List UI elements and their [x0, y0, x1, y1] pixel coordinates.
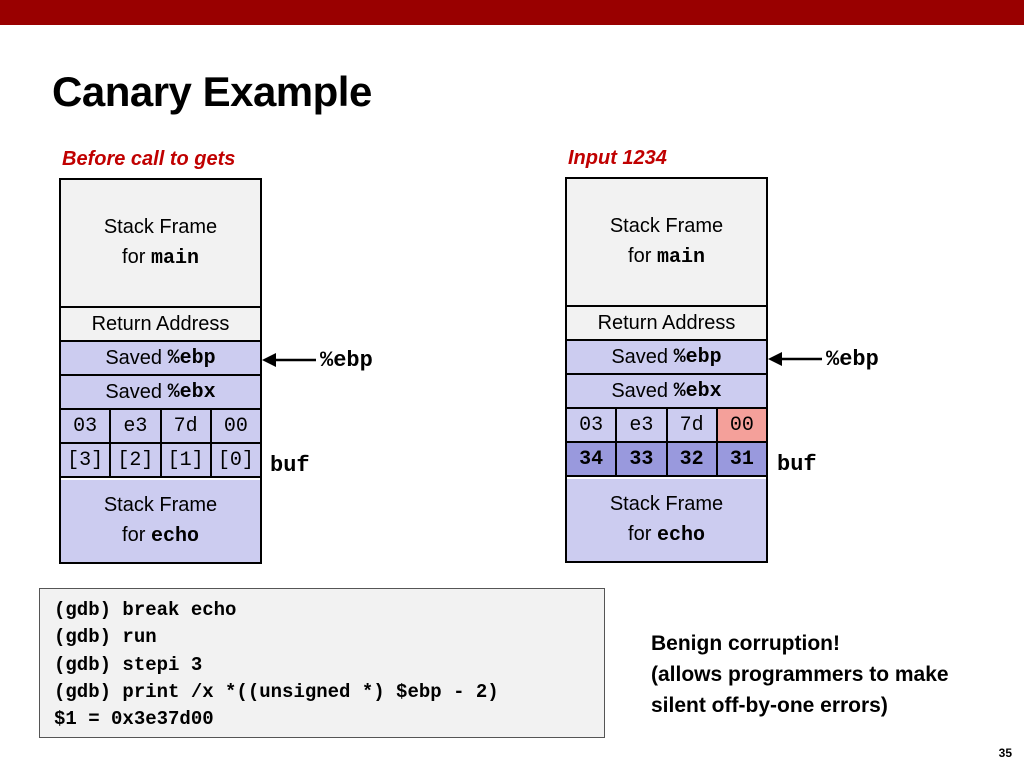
echo-frame-line1: Stack Frame: [609, 493, 724, 515]
canary-byte: 7d: [667, 409, 718, 443]
right-caption: Input 1234: [568, 147, 667, 169]
register-name: %ebp: [673, 345, 722, 369]
canary-byte: e3: [617, 409, 668, 443]
page-number: 35: [998, 746, 1012, 760]
gdb-line: $1 = 0x3e37d00: [54, 708, 214, 731]
saved-word: Saved: [105, 380, 163, 403]
left-caption: Before call to gets: [62, 148, 236, 170]
buf-byte: 34: [567, 443, 618, 477]
buf-byte: 33: [617, 443, 668, 477]
buf-byte: [1]: [161, 444, 212, 478]
main-frame-line1: Stack Frame: [103, 216, 218, 238]
for-word: for: [122, 246, 146, 268]
gdb-line: (gdb) run: [54, 626, 157, 649]
canary-byte: 03: [61, 410, 112, 444]
main-frame-line1: Stack Frame: [609, 215, 724, 237]
saved-ebp-slot: Saved %ebp: [567, 341, 766, 375]
left-stack-diagram: Stack Frame for main Return Address Save…: [59, 178, 262, 564]
main-frame-line2: for main: [122, 242, 199, 274]
gdb-session-box: (gdb) break echo (gdb) run (gdb) stepi 3 (g…: [39, 588, 605, 738]
saved-ebx-slot: Saved %ebx: [61, 376, 260, 410]
buf-byte: 32: [667, 443, 718, 477]
gdb-line: (gdb) print /x *((unsigned *) $ebp - 2): [54, 680, 499, 703]
buf-label: buf: [270, 453, 310, 478]
return-address-slot: Return Address: [61, 308, 260, 342]
func-name: echo: [150, 525, 199, 548]
for-word: for: [628, 523, 652, 545]
register-name: %ebx: [167, 380, 216, 404]
echo-frame-line1: Stack Frame: [103, 494, 218, 516]
register-name: %ebp: [167, 346, 216, 370]
buf-row: 34 33 32 31: [567, 443, 766, 477]
canary-row: 03 e3 7d 00: [61, 410, 260, 444]
for-word: for: [122, 524, 146, 546]
gdb-line: (gdb) stepi 3: [54, 653, 203, 676]
buf-label: buf: [777, 452, 817, 477]
main-stack-frame: Stack Frame for main: [61, 180, 260, 308]
benign-corruption-note: Benign corruption! (allows programmers t…: [651, 628, 1011, 721]
echo-frame-line2: for echo: [628, 519, 705, 551]
canary-byte-corrupted: 00: [717, 409, 766, 443]
saved-ebp-slot: Saved %ebp: [61, 342, 260, 376]
note-line: Benign corruption!: [651, 632, 840, 655]
func-name: echo: [656, 524, 705, 547]
ebp-pointer-label: %ebp: [826, 347, 879, 372]
saved-ebx-slot: Saved %ebx: [567, 375, 766, 409]
note-line: (allows programmers to make: [651, 663, 949, 686]
gdb-line: (gdb) break echo: [54, 599, 237, 621]
right-stack-diagram: Stack Frame for main Return Address Save…: [565, 177, 768, 563]
buf-row: [3] [2] [1] [0]: [61, 444, 260, 478]
main-frame-line2: for main: [628, 241, 705, 273]
slide-title: Canary Example: [52, 68, 372, 115]
top-banner: [0, 0, 1024, 25]
func-name: main: [150, 247, 199, 270]
canary-byte: 7d: [161, 410, 212, 444]
ebp-arrow-icon: [262, 353, 316, 367]
return-address-slot: Return Address: [567, 307, 766, 341]
buf-byte: 31: [717, 443, 766, 477]
echo-stack-frame: Stack Frame for echo: [567, 479, 766, 561]
saved-word: Saved: [611, 345, 669, 368]
canary-row: 03 e3 7d 00: [567, 409, 766, 443]
canary-byte: 03: [567, 409, 618, 443]
main-stack-frame: Stack Frame for main: [567, 179, 766, 307]
note-line: silent off-by-one errors): [651, 694, 888, 717]
echo-frame-line2: for echo: [122, 520, 199, 552]
ebp-pointer-label: %ebp: [320, 348, 373, 373]
buf-byte: [3]: [61, 444, 112, 478]
register-name: %ebx: [673, 379, 722, 403]
ebp-arrow-icon: [768, 352, 822, 366]
for-word: for: [628, 245, 652, 267]
buf-byte: [2]: [111, 444, 162, 478]
saved-word: Saved: [611, 379, 669, 402]
saved-word: Saved: [105, 346, 163, 369]
echo-stack-frame: Stack Frame for echo: [61, 480, 260, 562]
func-name: main: [656, 246, 705, 269]
buf-byte: [0]: [211, 444, 260, 478]
canary-byte: e3: [111, 410, 162, 444]
canary-byte: 00: [211, 410, 260, 444]
